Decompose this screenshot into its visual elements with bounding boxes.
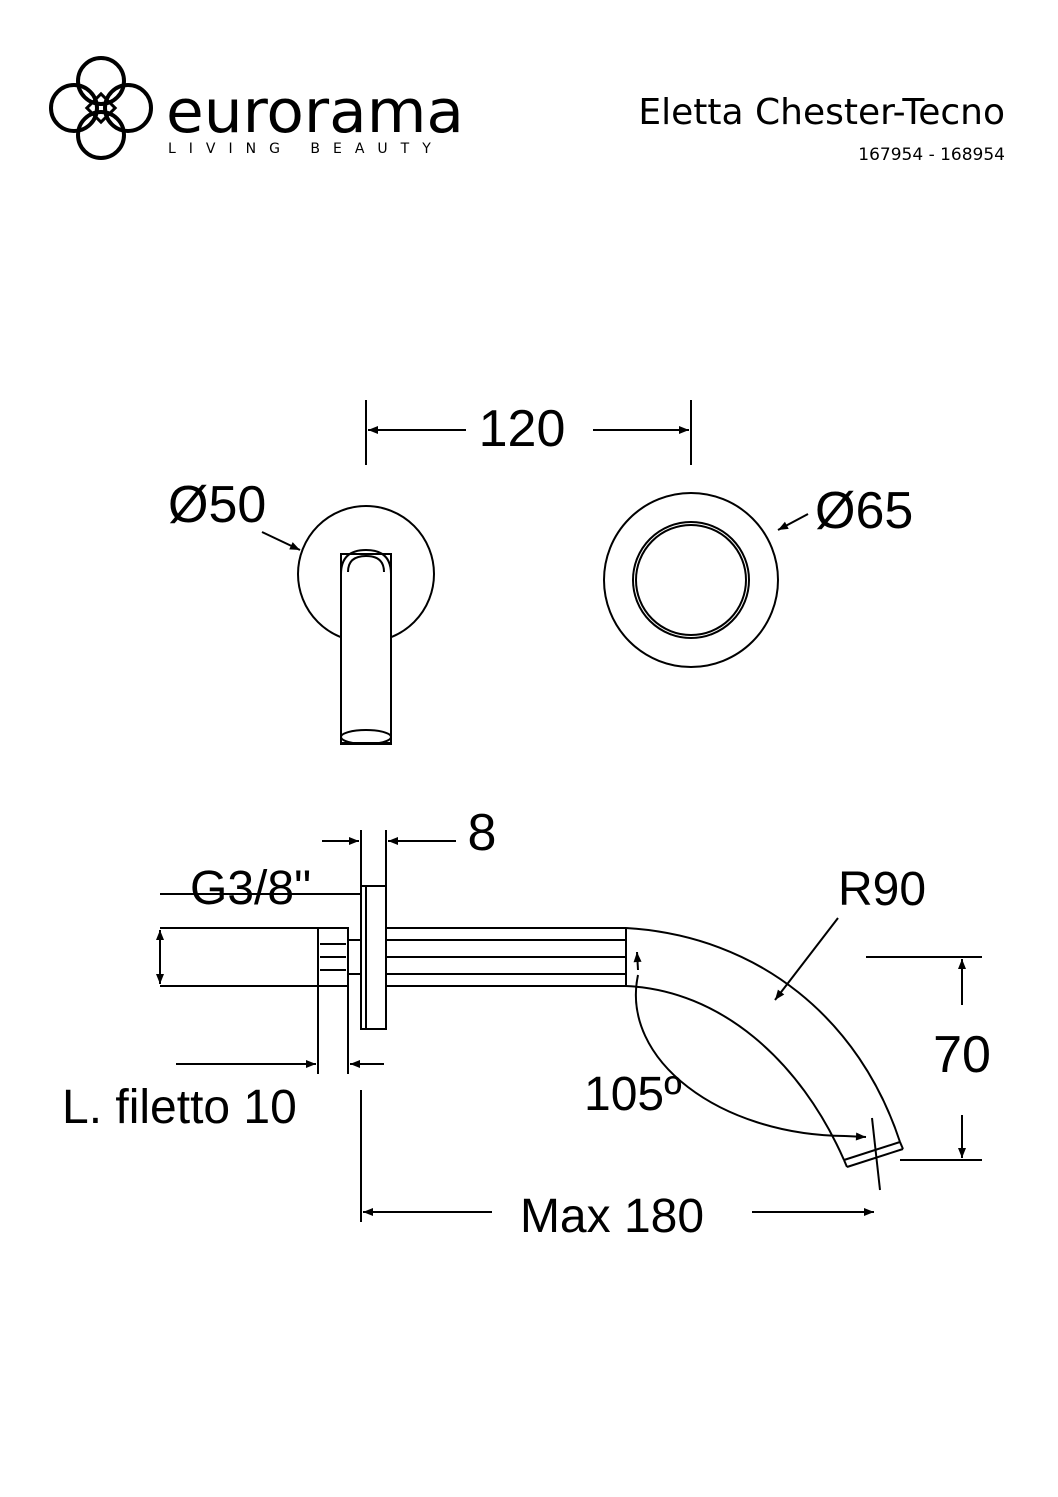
mixer-plate-diameter-label: Ø65 — [815, 482, 913, 540]
spout-side-outline — [317, 885, 904, 1168]
max-projection-dimension — [360, 1090, 874, 1222]
spout-plate-diameter-label: Ø50 — [168, 476, 266, 534]
spout-drop-label: 70 — [933, 1026, 991, 1084]
side-view: 8 G3/8" — [62, 804, 991, 1243]
max-projection-label: Max 180 — [520, 1190, 704, 1243]
bend-angle-dimension — [633, 951, 881, 1191]
plate-thickness-dimension — [322, 830, 456, 888]
mixer-plate-front — [603, 492, 779, 668]
thread-size-dimension — [156, 893, 360, 987]
bend-radius-leader — [774, 917, 839, 1001]
eurorama-logo-icon — [49, 56, 153, 160]
spout-diameter-leader — [261, 531, 301, 551]
bend-angle-label: 105º — [584, 1068, 682, 1121]
spout-plate-front — [297, 505, 435, 745]
plate-thickness-label: 8 — [468, 804, 497, 862]
bend-radius-label: R90 — [838, 863, 926, 916]
brand-tagline: LIVING BEAUTY — [168, 141, 444, 157]
front-view: 120 Ø50 Ø65 — [168, 400, 913, 745]
thread-length-dimension — [176, 986, 384, 1074]
mixer-diameter-leader — [777, 513, 809, 531]
thread-length-label: L. filetto 10 — [62, 1081, 297, 1134]
brand-name: eurorama — [166, 77, 464, 147]
spout-drop-dimension — [866, 956, 982, 1161]
product-title: Eletta Chester-Tecno — [638, 92, 1005, 133]
product-codes: 167954 - 168954 — [858, 145, 1005, 165]
thread-size-label: G3/8" — [190, 862, 311, 915]
centers-dimension — [365, 400, 692, 465]
centers-distance-label: 120 — [479, 400, 566, 458]
